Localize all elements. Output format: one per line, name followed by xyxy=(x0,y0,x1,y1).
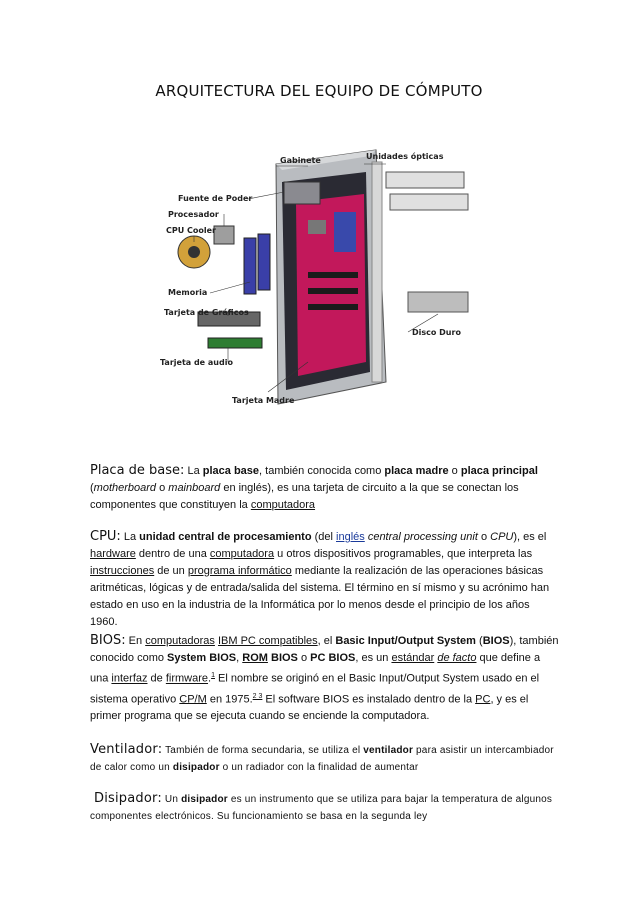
link-interfaz[interactable]: interfaz xyxy=(111,672,148,685)
link-instrucciones[interactable]: instrucciones xyxy=(90,565,155,577)
callout-disco-duro: Disco Duro xyxy=(412,328,461,337)
link-computadora-cpu[interactable]: computadora xyxy=(209,548,275,560)
callout-gabinete: Gabinete xyxy=(280,156,321,165)
link-pc[interactable]: PC xyxy=(475,693,491,706)
link-estandar[interactable]: estándar xyxy=(391,652,435,664)
page-title: ARQUITECTURA DEL EQUIPO DE CÓMPUTO xyxy=(155,82,483,100)
footnote-1[interactable]: 1 xyxy=(211,672,215,679)
computer-case-illustration xyxy=(177,149,469,405)
callout-unidades-opticas: Unidades ópticas xyxy=(366,152,444,161)
link-hardware[interactable]: hardware xyxy=(90,548,136,560)
section-disipador: Disipador: Un disipador es un instrument… xyxy=(90,791,553,822)
link-cpm[interactable]: CP/M xyxy=(179,693,207,706)
heading-ventilador: Ventilador: xyxy=(90,742,163,757)
callout-fuente-de-poder: Fuente de Poder xyxy=(178,194,253,203)
heading-bios: BIOS: xyxy=(90,633,126,648)
callout-tarjeta-madre: Tarjeta Madre xyxy=(232,396,295,405)
section-cpu: CPU: La unidad central de procesamiento … xyxy=(90,529,550,628)
section-placa-base: Placa de base: La placa base, también co… xyxy=(90,463,538,511)
link-programa-informatico[interactable]: programa informático xyxy=(187,565,292,577)
link-computadoras[interactable]: computadoras xyxy=(145,635,215,647)
callout-tarjeta-audio: Tarjeta de audio xyxy=(160,358,233,367)
link-ingles[interactable]: inglés xyxy=(336,531,365,543)
callout-procesador: Procesador xyxy=(168,210,219,219)
heading-placa-base: Placa de base: xyxy=(90,463,185,478)
callout-tarjeta-graficos: Tarjeta de Gráficos xyxy=(164,308,249,317)
link-computadora[interactable]: computadora xyxy=(250,499,316,511)
footnote-2-3[interactable]: 2 3 xyxy=(252,692,263,700)
callout-cpu-cooler: CPU Cooler xyxy=(166,226,216,235)
callout-memoria: Memoria xyxy=(168,288,208,297)
link-ibm-pc-compatibles[interactable]: IBM PC compatibles xyxy=(217,635,318,647)
section-bios: BIOS: En computadoras IBM PC compatibles… xyxy=(90,633,559,723)
heading-cpu: CPU: xyxy=(90,529,121,544)
computer-architecture-figure: Gabinete Unidades ópticas Fuente de Pode… xyxy=(158,142,498,412)
link-de-facto[interactable]: de facto xyxy=(437,652,477,664)
heading-disipador: Disipador: xyxy=(94,791,162,806)
link-firmware[interactable]: firmware xyxy=(165,672,209,685)
section-ventilador: Ventilador: También de forma secundaria,… xyxy=(90,742,554,773)
link-rom[interactable]: ROM xyxy=(242,652,268,664)
